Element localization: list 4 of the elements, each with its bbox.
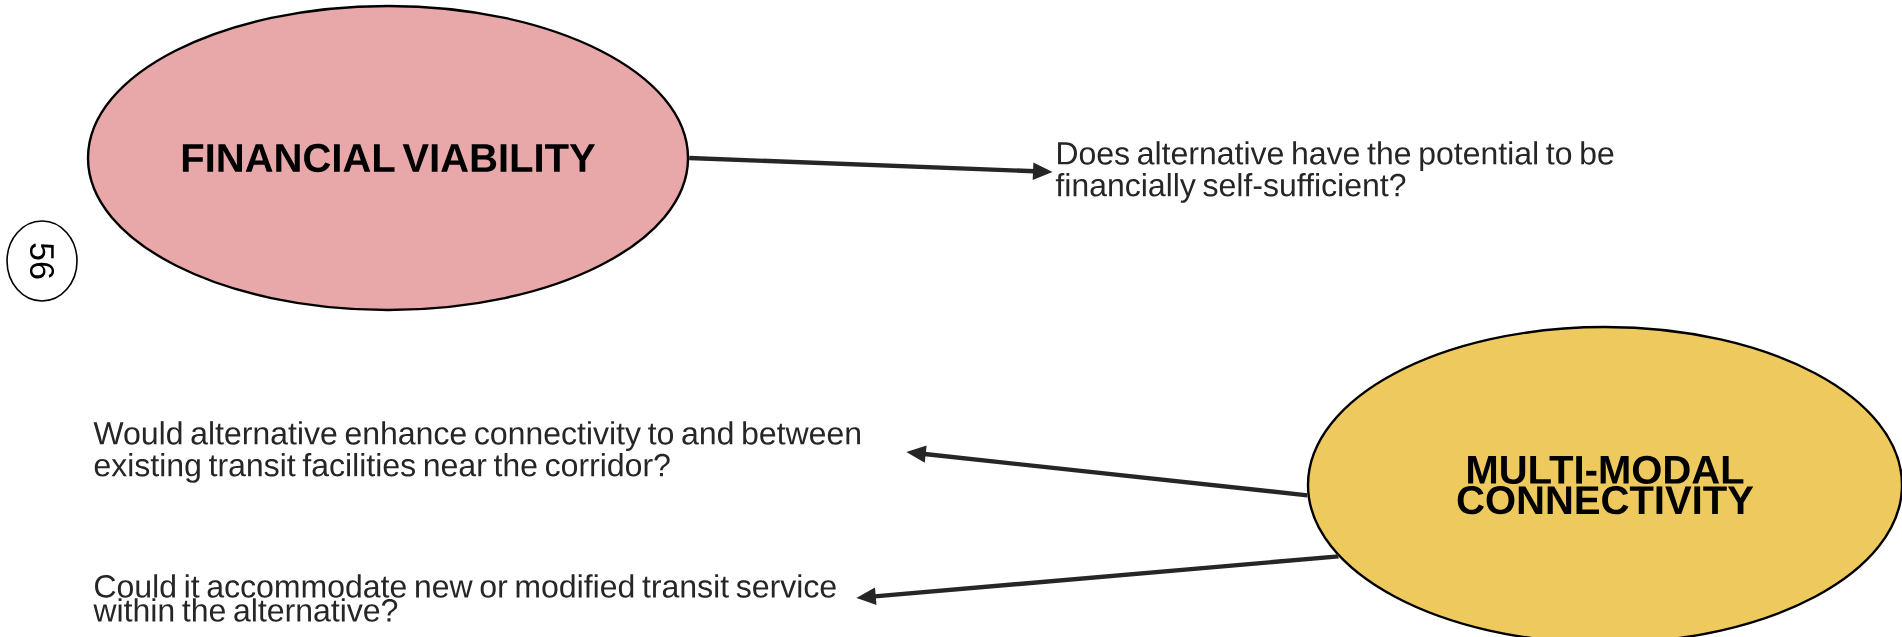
question-text: Could it accommodate new or modified transit service within the alternative? [93, 574, 836, 622]
question-text: Does alternative have the potential to be financially self-sufficient? [1055, 141, 1614, 203]
circled-page-number: 56 [6, 220, 78, 302]
question-text: Would alternative enhance connectivity to and between existing transit facilities near the corridor? [93, 421, 860, 483]
